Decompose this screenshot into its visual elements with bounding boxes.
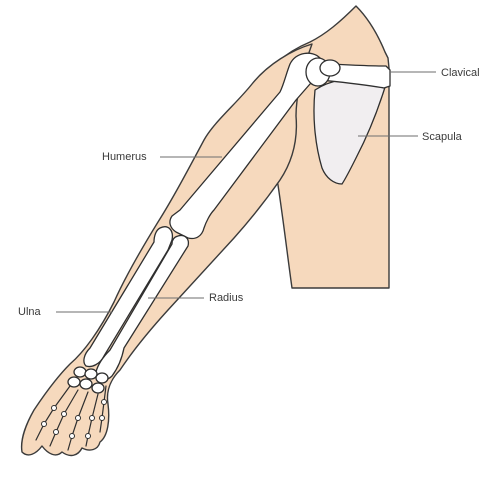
scapula-label: Scapula [422,131,463,143]
hand-bones [35,385,107,451]
glenoid-detail [319,59,341,77]
clavical-label: Clavical [441,67,480,79]
carpal-bones [67,366,109,394]
ulna-label: Ulna [18,306,42,318]
ulna-bone [83,226,174,368]
humerus-label: Humerus [102,151,147,163]
radius-label: Radius [209,292,244,304]
